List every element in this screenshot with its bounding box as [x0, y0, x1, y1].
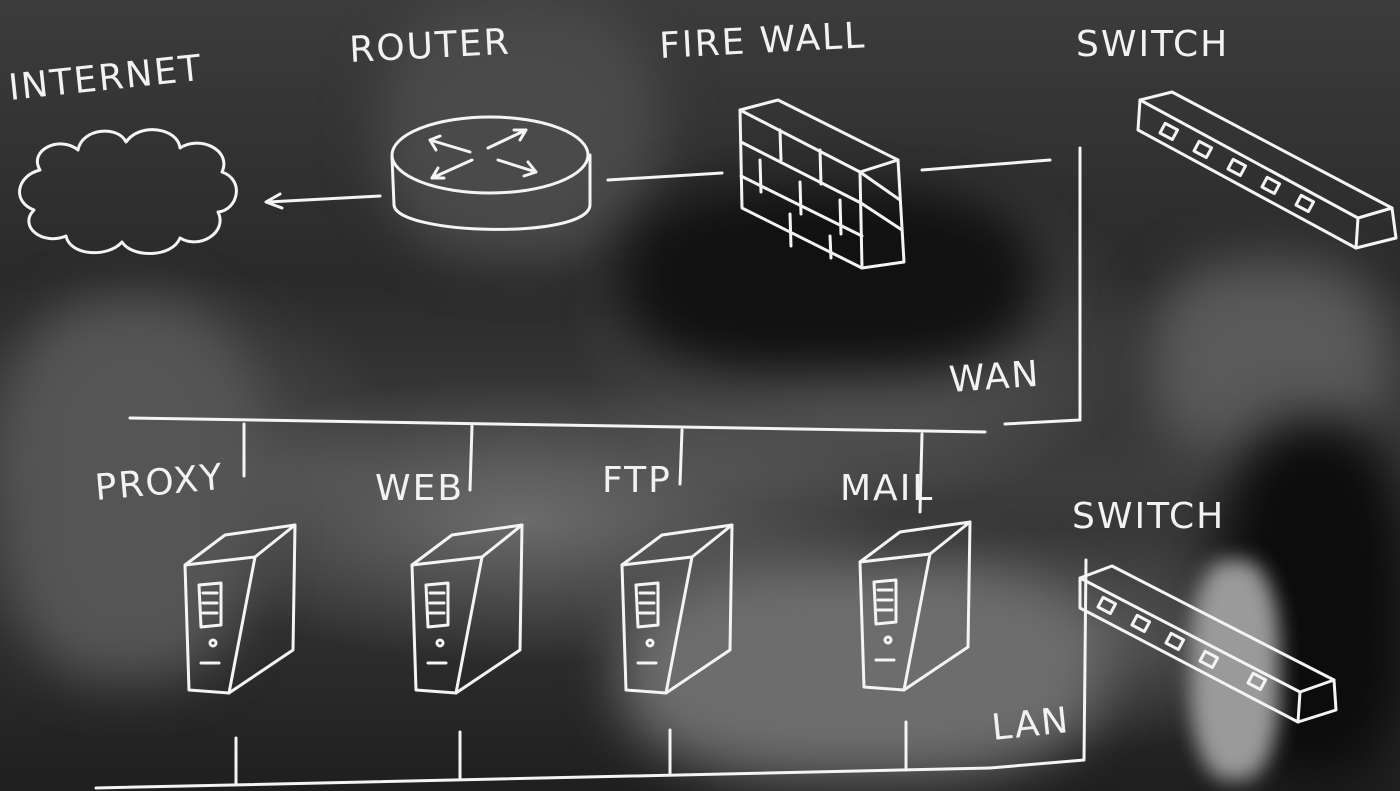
switch-top-label: SWITCH: [1076, 24, 1229, 65]
background-blur-shape: [1190, 560, 1280, 780]
web-drop: [468, 424, 474, 492]
lan-label: LAN: [990, 700, 1072, 749]
internet-label: INTERNET: [7, 48, 205, 109]
mail-drop: [918, 432, 924, 514]
proxy-label: PROXY: [93, 457, 226, 509]
lan-riser: [988, 558, 1088, 770]
firewall-label: FIRE WALL: [658, 15, 867, 67]
router-icon: [390, 115, 592, 231]
background-blur-shape: [0, 300, 260, 680]
switch-bottom-label: SWITCH: [1072, 496, 1225, 537]
lan-bus: [94, 766, 992, 790]
router-to-internet-arrow: [264, 192, 382, 210]
switch-icon: [1136, 90, 1398, 250]
mail-label: MAIL: [840, 468, 934, 509]
wan-label: WAN: [948, 354, 1042, 401]
switch-icon: [1078, 564, 1338, 724]
server-bus: [128, 416, 987, 434]
server-icon: [620, 523, 734, 695]
ftp-drop: [678, 428, 684, 486]
web-label: WEB: [375, 468, 464, 509]
background-blur-shape: [620, 180, 1040, 380]
server-icon: [183, 523, 297, 695]
router-label: ROUTER: [348, 22, 511, 71]
firewall-icon: [738, 98, 906, 270]
wan-riser: [1003, 146, 1082, 426]
server-icon: [858, 520, 972, 692]
cloud-icon: [18, 128, 238, 255]
server-icon: [410, 523, 524, 695]
router-firewall-link: [606, 171, 724, 182]
ftp-label: FTP: [602, 460, 672, 501]
firewall-wan-link: [920, 158, 1052, 172]
